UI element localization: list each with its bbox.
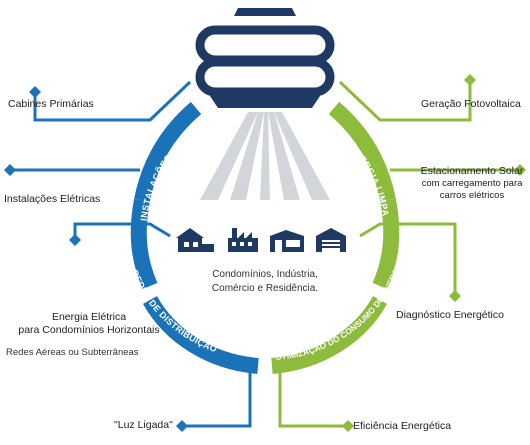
label-luz-ligada: "Luz Ligada": [114, 419, 173, 431]
connector-dot: [464, 74, 476, 86]
connector-dot: [4, 164, 16, 176]
center-caption: Condomínios, Indústria, Comércio e Resid…: [190, 268, 340, 295]
label-cabines-primarias: Cabines Primárias: [8, 98, 94, 110]
right-connectors: [278, 80, 520, 428]
bulb-cap: [195, 8, 335, 108]
bulb-left-outline: [130, 101, 259, 374]
connector-dot: [342, 420, 354, 432]
commercial-building-icon: [270, 230, 304, 252]
label-geracao-fotovoltaica: Geração Fotovoltaica: [421, 98, 521, 110]
factory-icon: [228, 228, 258, 252]
connector-dot: [449, 290, 461, 302]
left-connectors: [10, 80, 252, 428]
label-estacionamento-solar: Estacionamento Solar com carregamento pa…: [416, 165, 528, 202]
label-estacionamento-title: Estacionamento Solar: [420, 165, 524, 177]
light-rays: [200, 112, 330, 200]
label-diagnostico-energetico: Diagnóstico Energético: [396, 309, 504, 321]
label-redes-aereas: Redes Aéreas ou Subterrâneas: [6, 347, 139, 358]
warehouse-icon: [316, 228, 346, 252]
label-energia-eletrica-line1: Energia Elétrica: [51, 311, 127, 323]
connector-dot: [69, 234, 81, 246]
bulb-right-outline: [271, 101, 400, 374]
label-energia-eletrica-line2: para Condomínios Horizontais: [18, 324, 160, 337]
center-line-2: Comércio e Residência.: [211, 282, 319, 294]
connector-dot: [514, 164, 526, 176]
left-connector-dots: [4, 86, 188, 432]
label-eficiencia-energetica: Eficiência Energética: [353, 420, 452, 432]
label-estacionamento-sub2: carros elétricos: [439, 190, 505, 201]
connector-dot: [29, 86, 41, 98]
right-connector-dots: [342, 74, 526, 432]
label-instalacoes-eletricas: Instalações Elétricas: [4, 193, 101, 205]
label-estacionamento-sub1: com carregamento para: [421, 178, 523, 190]
house-icon: [176, 228, 214, 252]
connector-dot: [176, 420, 188, 432]
center-line-1: Condomínios, Indústria,: [212, 269, 318, 280]
label-energia-eletrica: Energia Elétrica para Condomínios Horizo…: [4, 311, 174, 337]
